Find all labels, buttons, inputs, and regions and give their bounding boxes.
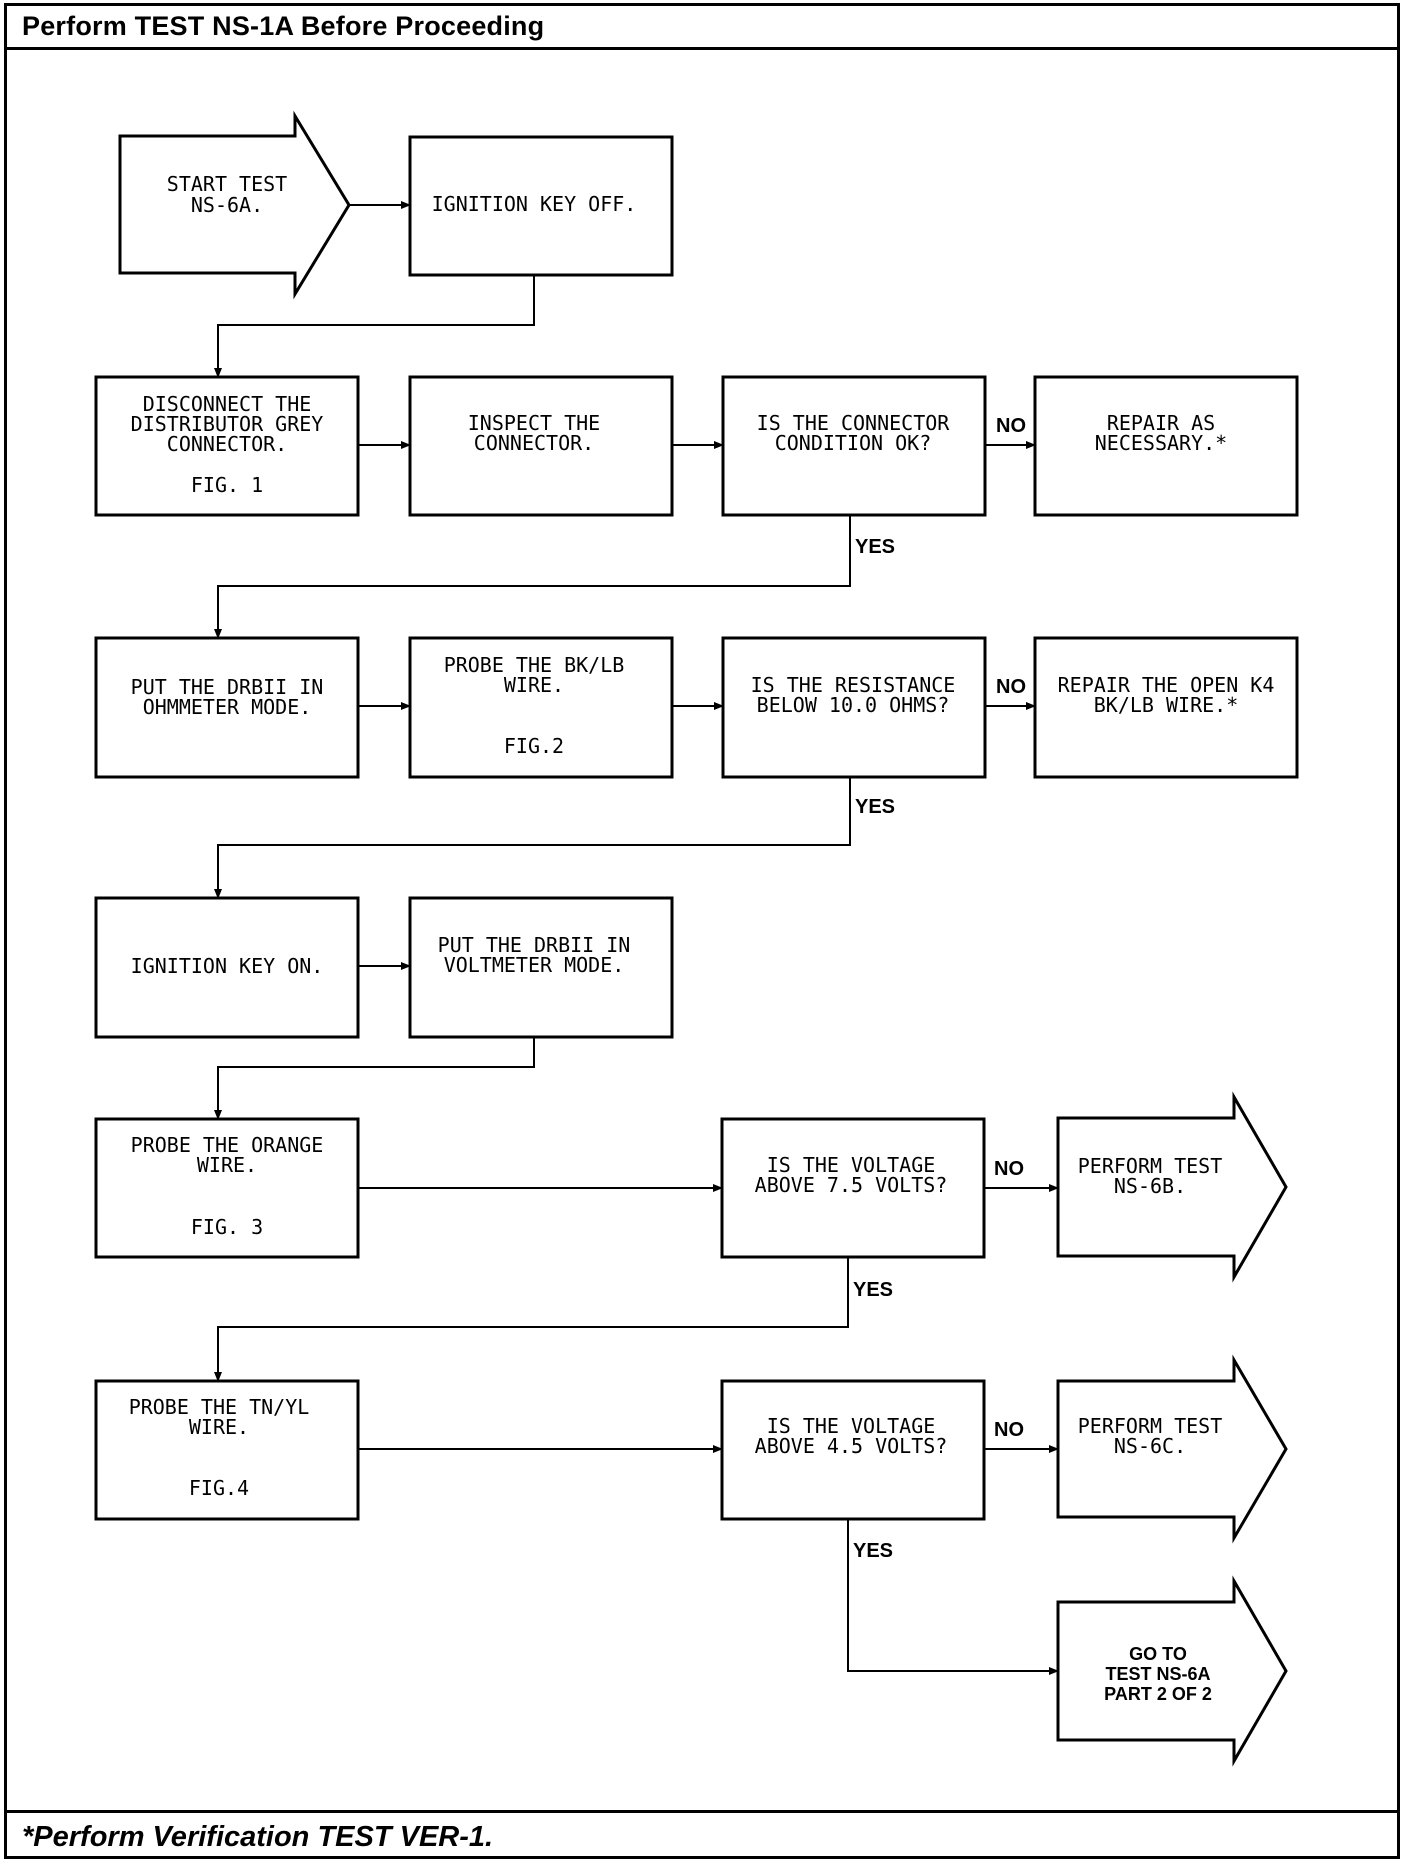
question-resistance-line-2: BELOW 10.0 OHMS? <box>757 693 950 717</box>
perf6c-line-2: NS-6C. <box>1114 1434 1186 1458</box>
put-ohmmeter-box: PUT THE DRBII IN OHMMETER MODE. <box>94 636 360 779</box>
perform-ns6c-arrow-box: PERFORM TEST NS-6C. <box>1056 1354 1288 1544</box>
connector-arrow <box>214 515 851 639</box>
connector-arrow <box>214 275 535 378</box>
question-connector-box: IS THE CONNECTOR CONDITION OK? <box>721 375 987 517</box>
perf6c-line-1: PERFORM TEST <box>1078 1414 1223 1438</box>
repair1-line-1: REPAIR AS <box>1107 411 1215 435</box>
footer-note: *Perform Verification TEST VER-1. <box>22 1821 494 1853</box>
goto-line-1: GO TO <box>1129 1644 1187 1664</box>
repair1-line-2: NECESSARY.* <box>1095 431 1227 455</box>
no-label: NO <box>996 676 1026 698</box>
perf6b-line-2: NS-6B. <box>1114 1174 1186 1198</box>
question-volt45-line-1: IS THE VOLTAGE <box>767 1414 936 1438</box>
disconnect-fig: FIG. 1 <box>191 473 263 497</box>
question-volt75-box: IS THE VOLTAGE ABOVE 7.5 VOLTS? <box>720 1117 986 1259</box>
perf6b-line-1: PERFORM TEST <box>1078 1154 1223 1178</box>
page-header: Perform TEST NS-1A Before Proceeding <box>4 3 1400 50</box>
connector-arrow <box>214 777 851 899</box>
question-volt45-line-2: ABOVE 4.5 VOLTS? <box>755 1434 948 1458</box>
question-volt75-line-1: IS THE VOLTAGE <box>767 1153 936 1177</box>
ignition-on-box: IGNITION KEY ON. <box>94 896 360 1039</box>
ignition-on-text: IGNITION KEY ON. <box>131 954 324 978</box>
inspect-line-1: INSPECT THE <box>468 411 600 435</box>
goto-part2-arrow-box: GO TO TEST NS-6A PART 2 OF 2 <box>1056 1575 1288 1767</box>
page-frame <box>4 3 1400 1859</box>
start-line-2: NS-6A. <box>191 193 263 217</box>
yes-label: YES <box>855 536 895 558</box>
probe-orange-line-1: PROBE THE ORANGE <box>131 1133 324 1157</box>
probe-orange-line-2: WIRE. <box>197 1153 257 1177</box>
probe-bklb-line-1: PROBE THE BK/LB <box>444 653 625 677</box>
inspect-box: INSPECT THE CONNECTOR. <box>408 375 674 517</box>
probe-bklb-box: PROBE THE BK/LB WIRE. FIG.2 <box>408 636 674 779</box>
yes-label: YES <box>853 1540 893 1562</box>
probe-tnyl-fig: FIG.4 <box>189 1476 249 1500</box>
repair2-line-1: REPAIR THE OPEN K4 <box>1058 673 1275 697</box>
probe-bklb-fig: FIG.2 <box>504 734 564 758</box>
repair2-line-2: BK/LB WIRE.* <box>1094 693 1239 717</box>
page-title: Perform TEST NS-1A Before Proceeding <box>22 11 545 41</box>
question-resistance-box: IS THE RESISTANCE BELOW 10.0 OHMS? <box>721 636 987 779</box>
inspect-line-2: CONNECTOR. <box>474 431 594 455</box>
connector-arrow <box>847 1519 1059 1675</box>
put-ohm-line-1: PUT THE DRBII IN <box>131 675 324 699</box>
disconnect-box: DISCONNECT THE DISTRIBUTOR GREY CONNECTO… <box>94 375 360 517</box>
disconnect-line-3: CONNECTOR. <box>167 432 287 456</box>
probe-tnyl-line-1: PROBE THE TN/YL <box>129 1395 310 1419</box>
disconnect-line-1: DISCONNECT THE <box>143 392 312 416</box>
yes-label: YES <box>853 1279 893 1301</box>
probe-bklb-line-2: WIRE. <box>504 673 564 697</box>
connector-arrow <box>214 1257 849 1382</box>
goto-line-2: TEST NS-6A <box>1105 1664 1210 1684</box>
put-voltmeter-box: PUT THE DRBII IN VOLTMETER MODE. <box>408 896 674 1039</box>
page-footer: *Perform Verification TEST VER-1. <box>4 1810 1400 1859</box>
put-volt-line-1: PUT THE DRBII IN <box>438 933 631 957</box>
probe-tnyl-box: PROBE THE TN/YL WIRE. FIG.4 <box>94 1379 360 1521</box>
put-ohm-line-2: OHMMETER MODE. <box>143 695 312 719</box>
ignition-off-box: IGNITION KEY OFF. <box>408 135 674 277</box>
question-volt45-box: IS THE VOLTAGE ABOVE 4.5 VOLTS? <box>720 1379 986 1521</box>
start-arrow-box: START TEST NS-6A. <box>118 110 351 300</box>
question-connector-line-2: CONDITION OK? <box>775 431 932 455</box>
probe-tnyl-line-2: WIRE. <box>189 1415 249 1439</box>
goto-line-3: PART 2 OF 2 <box>1104 1684 1212 1704</box>
question-resistance-line-1: IS THE RESISTANCE <box>751 673 956 697</box>
question-connector-line-1: IS THE CONNECTOR <box>757 411 951 435</box>
connector-arrow <box>214 1037 535 1120</box>
repair-as-necessary-box: REPAIR AS NECESSARY.* <box>1033 375 1299 517</box>
ignition-off-text: IGNITION KEY OFF. <box>432 192 637 216</box>
yes-label: YES <box>855 796 895 818</box>
start-line-1: START TEST <box>167 172 287 196</box>
no-label: NO <box>996 415 1026 437</box>
repair-open-wire-box: REPAIR THE OPEN K4 BK/LB WIRE.* <box>1033 636 1299 779</box>
put-volt-line-2: VOLTMETER MODE. <box>444 953 625 977</box>
probe-orange-fig: FIG. 3 <box>191 1215 263 1239</box>
probe-orange-box: PROBE THE ORANGE WIRE. FIG. 3 <box>94 1117 360 1259</box>
perform-ns6b-arrow-box: PERFORM TEST NS-6B. <box>1056 1091 1288 1283</box>
no-label: NO <box>994 1419 1024 1441</box>
disconnect-line-2: DISTRIBUTOR GREY <box>131 412 324 436</box>
question-volt75-line-2: ABOVE 7.5 VOLTS? <box>755 1173 948 1197</box>
no-label: NO <box>994 1158 1024 1180</box>
